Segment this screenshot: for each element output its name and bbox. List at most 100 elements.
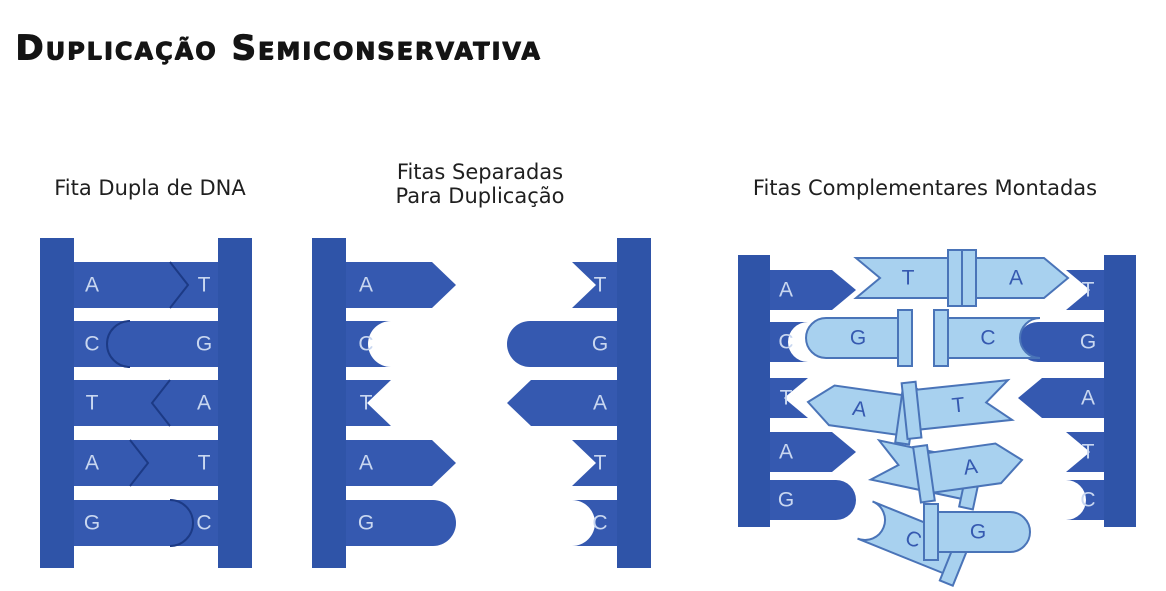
backbone-right (1104, 255, 1136, 527)
backbone-left (312, 238, 346, 568)
base-label-right: C (196, 512, 211, 535)
base-pair-block (74, 321, 218, 367)
base-new-right-sugar (900, 380, 923, 441)
base-label-left: C (358, 333, 373, 356)
base-right-original (1066, 480, 1104, 520)
base-right (572, 440, 617, 486)
base-left-original (770, 378, 808, 418)
base-new-right-sugar (923, 503, 939, 561)
base-label-new-right: C (980, 327, 995, 350)
base-new-left-shape (805, 317, 903, 359)
base-label-right: G (592, 333, 608, 356)
base-pair-interface (150, 379, 171, 427)
base-label-new-left: G (850, 327, 866, 350)
base-label-right: C (592, 512, 607, 535)
backbone-left (40, 238, 74, 568)
base-right (507, 321, 617, 367)
base-new-right-sugar (961, 249, 977, 307)
base-label-right-original: T (1082, 441, 1095, 464)
base-new-left-sugar (897, 309, 913, 367)
base-label-right: A (197, 392, 211, 415)
base-left (346, 321, 391, 367)
base-left-original (770, 322, 808, 362)
base-label-left: A (85, 274, 99, 297)
panel-title-double-strand: Fita Dupla de DNA (54, 176, 246, 200)
base-pair-block (74, 440, 218, 486)
base-new-left-sugar (947, 249, 963, 307)
base-label-left: T (86, 392, 99, 415)
base-right-original (1018, 378, 1104, 418)
base-label-right: A (593, 392, 607, 415)
backbone-right (617, 238, 651, 568)
base-left (346, 262, 456, 308)
base-left-original (770, 270, 856, 310)
base-label-right-original: G (1080, 331, 1096, 354)
panel-title-separated: Fitas Separadas Para Duplicação (360, 160, 600, 208)
base-left (346, 440, 456, 486)
base-label-left: G (84, 512, 100, 535)
panel-assembled: ATCGTAATGCTGATCACTAG (738, 249, 1136, 587)
base-pair-interface (129, 439, 150, 487)
base-new-left: G (805, 309, 913, 367)
base-right-original (1066, 270, 1104, 310)
base-label-left-original: A (779, 279, 793, 302)
base-label-left-original: C (778, 331, 793, 354)
base-pair-interface (169, 499, 194, 547)
base-new-right-sugar (933, 309, 949, 367)
panel-title-assembled: Fitas Complementares Montadas (752, 176, 1098, 200)
base-new-right: C (933, 309, 1041, 367)
base-label-right: T (198, 274, 211, 297)
panel-separated: A T C G T A A T G C (312, 238, 651, 568)
base-new-right-shape (943, 317, 1041, 359)
base-pair-interface (169, 261, 190, 309)
panel-title-separated-line1: Fitas Separadas (396, 160, 564, 184)
base-label-left-original: A (779, 441, 793, 464)
base-label-right-original: C (1080, 489, 1095, 512)
base-left-original (770, 480, 856, 520)
base-right (572, 500, 617, 546)
base-label-right: T (198, 452, 211, 475)
base-label-new-left: T (902, 267, 915, 290)
base-left (346, 500, 456, 546)
backbone-right (218, 238, 252, 568)
base-pair-block (74, 380, 218, 426)
base-new-right-sugar (912, 443, 936, 504)
base-right-original (1066, 432, 1104, 472)
base-label-left: C (84, 333, 99, 356)
base-right (572, 262, 617, 308)
base-label-left: A (359, 452, 373, 475)
base-label-new-left: A (851, 397, 868, 422)
base-label-new-right: A (1009, 267, 1023, 290)
base-new-right: A (961, 249, 1070, 307)
base-new-right: G (923, 503, 1031, 561)
base-label-new-right: T (951, 393, 966, 417)
panel-double-strand: A T C G T A A T G C (40, 238, 252, 568)
base-label-new-right: G (970, 521, 986, 544)
base-right (507, 380, 617, 426)
base-pair-block (74, 262, 218, 308)
base-new-left: T (853, 249, 963, 307)
base-right-original (1018, 322, 1104, 362)
base-new-right: A (912, 442, 1024, 504)
base-label-right-original: T (1082, 279, 1095, 302)
base-new-right-shape (933, 511, 1031, 553)
base-label-new-right: A (962, 455, 979, 480)
page-title: Duplicação Semiconservativa (15, 28, 542, 68)
base-label-right: T (594, 274, 607, 297)
base-label-left-original: T (780, 387, 793, 410)
base-pair-interface (106, 320, 131, 368)
base-label-right-original: A (1081, 387, 1095, 410)
base-label-left-original: G (778, 489, 794, 512)
base-label-left: A (85, 452, 99, 475)
base-new-right: T (900, 378, 1015, 441)
panel-title-separated-line2: Para Duplicação (395, 184, 565, 208)
base-left (346, 380, 391, 426)
base-label-right: T (594, 452, 607, 475)
base-label-left: T (360, 392, 373, 415)
base-left-original (770, 432, 856, 472)
base-label-left: A (359, 274, 373, 297)
base-label-right: G (196, 333, 212, 356)
base-label-left: G (358, 512, 374, 535)
backbone-left (738, 255, 770, 527)
